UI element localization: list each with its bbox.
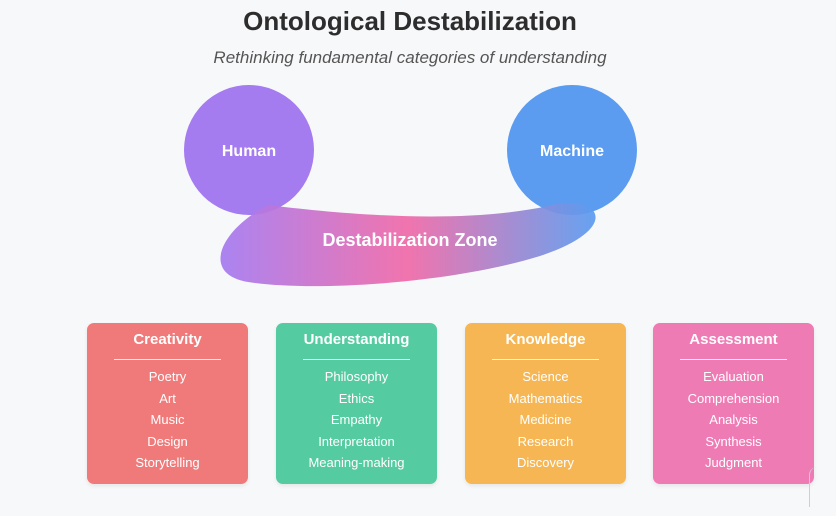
machine-node <box>507 85 637 215</box>
card-item: Discovery <box>516 455 575 470</box>
card-item: Comprehension <box>687 390 780 406</box>
card-item: Empathy <box>330 412 383 427</box>
card-item: Research <box>517 433 574 449</box>
card-item: Ethics <box>338 390 375 406</box>
card-divider <box>492 359 599 360</box>
destabilization-zone-shape <box>220 202 596 287</box>
human-label: Human <box>222 143 276 160</box>
card-divider <box>114 359 221 360</box>
card-item: Interpretation <box>318 433 395 449</box>
card-item: Storytelling <box>135 455 200 470</box>
category-card-assessment: Assessment Evaluation Comprehension Anal… <box>653 323 814 484</box>
card-item: Evaluation <box>703 369 764 384</box>
card-item: Science <box>522 369 569 384</box>
card-item: Art <box>159 390 176 406</box>
human-node <box>184 85 314 215</box>
card-item: Analysis <box>709 412 758 427</box>
card-item: Medicine <box>519 412 572 427</box>
card-title: Assessment <box>689 331 778 348</box>
card-item: Mathematics <box>508 390 583 406</box>
card-title: Understanding <box>303 331 410 348</box>
page-subtitle: Rethinking fundamental categories of und… <box>213 48 607 67</box>
category-card-creativity: Creativity Poetry Art Music Design Story… <box>87 323 248 484</box>
category-card-understanding: Understanding Philosophy Ethics Empathy … <box>276 323 437 484</box>
destabilization-diagram: Human Machine Destabilization Zone <box>184 85 637 287</box>
card-item: Design <box>147 433 188 449</box>
card-item: Poetry <box>148 369 187 384</box>
card-item: Judgment <box>704 455 763 470</box>
card-divider <box>680 359 787 360</box>
card-item: Philosophy <box>324 369 389 384</box>
partial-frame-edge <box>809 467 824 507</box>
card-item: Meaning-making <box>308 455 405 470</box>
category-card-knowledge: Knowledge Science Mathematics Medicine R… <box>465 323 626 484</box>
card-item: Synthesis <box>705 433 762 449</box>
page-title: Ontological Destabilization <box>243 6 577 36</box>
destabilization-zone-label: Destabilization Zone <box>322 230 497 250</box>
card-item: Music <box>150 412 185 427</box>
card-title: Creativity <box>133 331 202 348</box>
card-title: Knowledge <box>505 331 586 348</box>
card-divider <box>303 359 410 360</box>
machine-label: Machine <box>540 143 604 160</box>
